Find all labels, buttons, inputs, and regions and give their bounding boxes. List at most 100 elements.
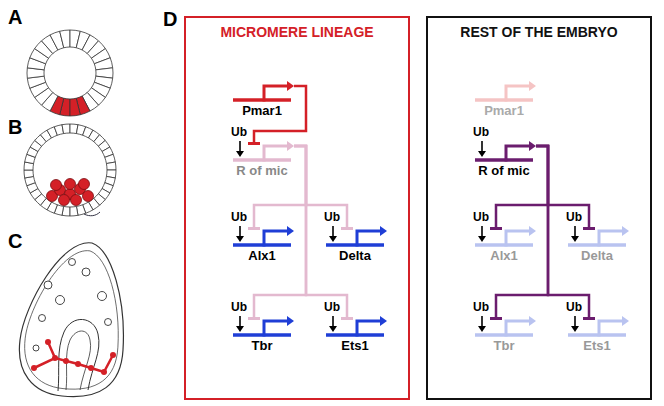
promoter-arrowhead [529, 316, 536, 326]
gene-symbol: R of mic [230, 143, 294, 181]
gene-symbol: Alx1 [230, 228, 294, 266]
embryo-cell [24, 170, 34, 178]
repression-bar [248, 142, 260, 145]
gene-symbol: Ets1 [565, 318, 629, 356]
skeletogenic-cell [31, 365, 37, 371]
ubiquitin-label: Ub [473, 211, 489, 225]
panel-letter: D [163, 8, 177, 31]
promoter-arrow [264, 86, 288, 102]
connector-line [294, 146, 347, 318]
mesenchyme-cell [79, 179, 90, 190]
gene-name: Tbr [472, 339, 536, 354]
pigment-cell [82, 268, 90, 276]
skeletogenic-cell [63, 358, 69, 364]
ubiquitin-arrowhead [329, 236, 337, 242]
repression-bar [341, 317, 353, 320]
gene-name: R of mic [230, 164, 294, 179]
skeletogenic-cell [110, 352, 116, 358]
promoter-arrow [264, 231, 288, 247]
gene-symbol: Delta [323, 228, 387, 266]
promoter-arrowhead [287, 141, 294, 151]
ubiquitin-label: Ub [324, 301, 340, 315]
pigment-cell [44, 281, 52, 289]
gene-symbol: Alx1 [472, 228, 536, 266]
gene-symbol: Delta [565, 228, 629, 266]
ubiquitin-arrowhead [236, 151, 244, 157]
repression-bar [583, 317, 595, 320]
promoter-arrow [506, 146, 530, 162]
embryo-cell [62, 124, 70, 134]
pigment-cell [69, 259, 76, 266]
pigment-cell [39, 315, 46, 322]
gene-bar [233, 98, 291, 102]
ubiquitin-label: Ub [231, 126, 247, 140]
gene-bar [326, 333, 384, 337]
ubiquitin-arrow [239, 226, 241, 237]
mesenchyme-cell [59, 195, 70, 206]
lineage-panel: REST OF THE EMBRYOPmar1R of micAlx1Delta… [426, 16, 652, 400]
promoter-arrow [506, 321, 530, 337]
embryo-cell [70, 206, 78, 216]
ubiquitin-arrowhead [571, 326, 579, 332]
embryo-gut [66, 331, 91, 390]
promoter-arrowhead [380, 226, 387, 236]
gene-name: Ets1 [565, 339, 629, 354]
panel-title: MICROMERE LINEAGE [186, 24, 408, 40]
gene-symbol: Pmar1 [472, 83, 536, 121]
ubiquitin-arrowhead [478, 151, 486, 157]
ubiquitin-arrowhead [329, 326, 337, 332]
mesenchyme-cell [65, 179, 76, 190]
gene-name: Ets1 [323, 339, 387, 354]
gene-bar [233, 333, 291, 337]
promoter-arrow [599, 321, 623, 337]
ubiquitin-arrowhead [236, 236, 244, 242]
gene-bar [233, 158, 291, 162]
repression-connector [294, 146, 353, 319]
promoter-arrowhead [380, 316, 387, 326]
mesenchyme-cell [51, 180, 62, 191]
gene-bar [568, 243, 626, 247]
promoter-arrow [506, 231, 530, 247]
ubiquitin-label: Ub [473, 301, 489, 315]
ubiquitin-label: Ub [566, 301, 582, 315]
embryo-drawing [24, 124, 116, 216]
connector-line [536, 146, 589, 228]
gene-name: Pmar1 [230, 104, 294, 119]
embryo-cell [70, 98, 80, 116]
mesenchyme-cell [71, 195, 82, 206]
gene-bar [475, 243, 533, 247]
promoter-arrow [506, 86, 530, 102]
promoter-arrow [264, 146, 288, 162]
gene-name: Tbr [230, 339, 294, 354]
embryo-drawing [19, 243, 123, 397]
repression-bar [248, 317, 260, 320]
ubiquitin-arrow [332, 316, 334, 327]
repression-bar [490, 227, 502, 230]
ubiquitin-arrow [332, 226, 334, 237]
embryo-outline [19, 243, 123, 397]
ubiquitin-arrow [481, 226, 483, 237]
gene-bar [475, 158, 533, 162]
gene-name: R of mic [472, 164, 536, 179]
ubiquitin-label: Ub [473, 126, 489, 140]
embryo-gut [58, 319, 99, 391]
ubiquitin-arrowhead [478, 326, 486, 332]
connector-line [294, 146, 347, 228]
promoter-arrowhead [287, 226, 294, 236]
skeletogenic-cell [101, 369, 107, 375]
promoter-arrow [599, 231, 623, 247]
gene-bar [568, 333, 626, 337]
promoter-arrow [357, 321, 381, 337]
ubiquitin-label: Ub [231, 301, 247, 315]
promoter-arrowhead [287, 316, 294, 326]
ubiquitin-arrow [239, 316, 241, 327]
pigment-cell [56, 296, 65, 305]
gene-symbol: Pmar1 [230, 83, 294, 121]
pigment-cell [33, 345, 39, 351]
panel-letter: A [8, 6, 22, 29]
promoter-arrowhead [622, 316, 629, 326]
repression-connector [294, 146, 353, 229]
